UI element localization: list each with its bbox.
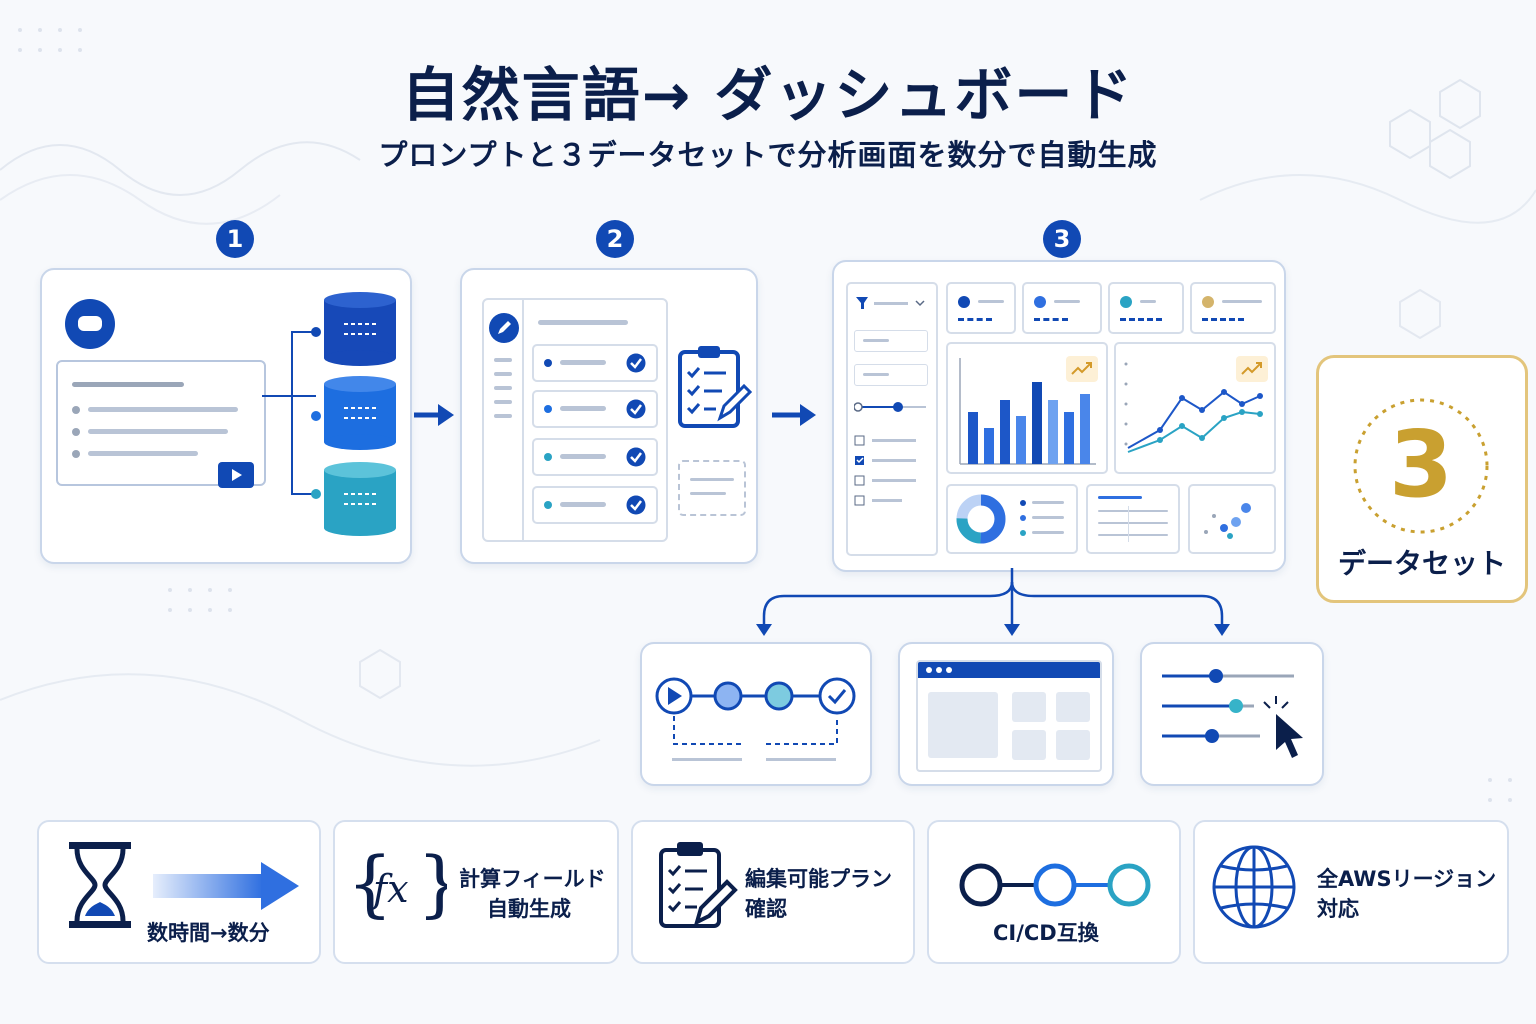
- filter-icon[interactable]: [856, 296, 928, 312]
- chat-icon: [65, 299, 115, 349]
- svg-text:fx: fx: [370, 867, 409, 911]
- plan-panel: [482, 298, 668, 542]
- kpi-card: [1108, 282, 1184, 334]
- prompt-input-box[interactable]: [56, 360, 266, 488]
- filter-dropdown[interactable]: [854, 330, 928, 352]
- plan-item[interactable]: [532, 344, 658, 382]
- database-icon-3: [324, 462, 396, 536]
- feature-speed-label: 数時間→数分: [147, 921, 270, 945]
- draft-placeholder: [678, 460, 746, 516]
- plan-item[interactable]: [532, 390, 658, 428]
- plan-item[interactable]: [532, 486, 658, 524]
- scatter-plot: [1204, 503, 1251, 539]
- svg-text:}: }: [417, 844, 447, 925]
- feature-card-calc-fields: { } fx 計算フィールド 自動生成: [333, 820, 619, 964]
- dataset-count-label: データセット: [1337, 547, 1506, 580]
- feature-plan-label-1: 編集可能プラン: [745, 867, 892, 891]
- step-2-badge: 2: [596, 220, 634, 258]
- plan-item[interactable]: [532, 438, 658, 476]
- pipeline-flow-icon: [655, 677, 856, 761]
- dataset-count-number: 3: [1388, 411, 1453, 518]
- bar-chart: [959, 358, 1096, 465]
- send-play-icon[interactable]: [218, 462, 254, 488]
- step-3-dashboard-card: [832, 260, 1286, 572]
- check-circle-icon: [626, 353, 646, 373]
- dataset-connector-lines: [262, 327, 321, 499]
- filter-sidebar: [846, 282, 938, 556]
- check-circle-icon: [626, 447, 646, 467]
- pipeline-icon: [959, 863, 1151, 907]
- table-panel: [1086, 484, 1180, 554]
- range-slider[interactable]: [854, 400, 930, 414]
- feature-plan-label-2: 確認: [745, 897, 787, 921]
- fx-icon: { } fx: [347, 844, 447, 925]
- kpi-card: [1022, 282, 1102, 334]
- pencil-icon[interactable]: [488, 312, 520, 344]
- feature-regions-label-1: 全AWSリージョン: [1317, 867, 1497, 891]
- check-circle-icon: [626, 399, 646, 419]
- step-1-prompt-card: [40, 268, 412, 564]
- browser-window: [916, 660, 1102, 772]
- dashed-circle: [1353, 398, 1489, 534]
- speed-arrow-icon: [153, 862, 299, 910]
- clipboard-pen-icon: [659, 842, 738, 928]
- donut-chart-panel: [946, 484, 1078, 554]
- arrow-right-icon: [414, 404, 454, 426]
- feature-card-cicd: CI/CD互換: [927, 820, 1181, 964]
- checkbox-list[interactable]: [854, 434, 930, 514]
- feature-card-regions: 全AWSリージョン 対応: [1193, 820, 1509, 964]
- svg-text:{: {: [347, 844, 393, 925]
- step-2-plan-card: [460, 268, 758, 564]
- feature-card-editable-plan: 編集可能プラン 確認: [631, 820, 915, 964]
- feature-calc-label-1: 計算フィールド: [459, 867, 606, 891]
- feature-cicd-label: CI/CD互換: [993, 921, 1099, 945]
- filter-dropdown[interactable]: [854, 364, 928, 386]
- globe-icon: [1212, 845, 1296, 929]
- step-1-badge: 1: [216, 220, 254, 258]
- controls-card: [1140, 642, 1324, 786]
- feature-calc-label-2: 自動生成: [487, 897, 571, 921]
- line-chart: [1124, 362, 1263, 453]
- kpi-card: [946, 282, 1016, 334]
- database-icon-2: [324, 376, 396, 450]
- scatter-panel: [1188, 484, 1276, 554]
- trend-up-icon: [1236, 356, 1268, 382]
- step-3-badge: 3: [1043, 220, 1081, 258]
- bar-chart-panel: [946, 342, 1108, 474]
- hourglass-icon: [69, 842, 131, 928]
- clipboard-check-icon: [678, 346, 752, 428]
- pipeline-card: [640, 642, 872, 786]
- feature-regions-label-2: 対応: [1317, 897, 1359, 921]
- trend-up-icon: [1066, 356, 1098, 382]
- line-chart-panel: [1114, 342, 1276, 474]
- slider-controls-icon[interactable]: [1142, 644, 1322, 784]
- database-icon-1: [324, 292, 396, 366]
- dataset-count-badge: 3 データセット: [1316, 355, 1528, 603]
- preview-window-card: [898, 642, 1114, 786]
- kpi-card: [1190, 282, 1276, 334]
- page-title: 自然言語→ ダッシュボード: [401, 61, 1135, 129]
- page-subtitle: プロンプトと３データセットで分析画面を数分で自動生成: [378, 138, 1158, 172]
- donut-chart: [956, 494, 1006, 544]
- arrow-right-icon: [772, 404, 816, 426]
- branch-connector: [756, 568, 1230, 636]
- feature-card-speed: 数時間→数分: [37, 820, 321, 964]
- check-circle-icon: [626, 495, 646, 515]
